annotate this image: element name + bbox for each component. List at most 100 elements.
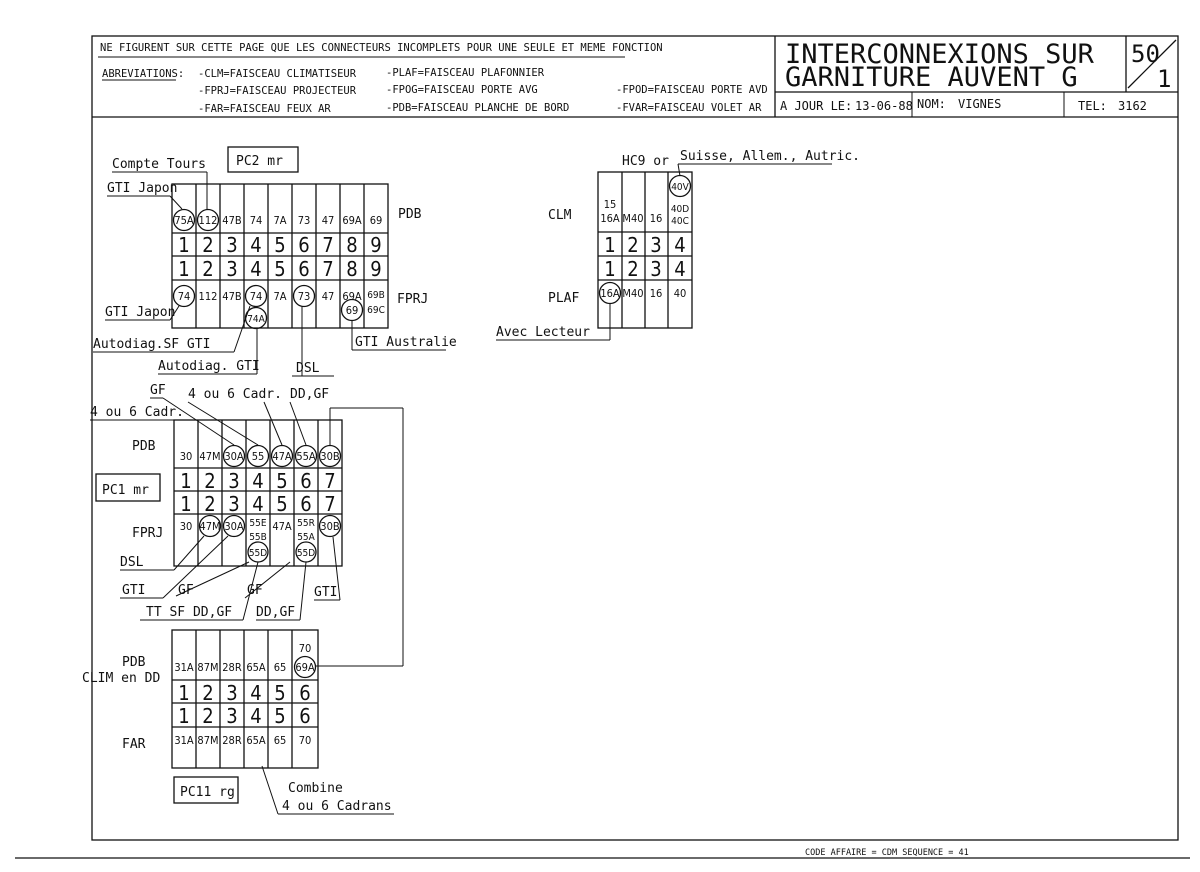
pc2-bot-4: 74	[250, 290, 263, 303]
pc11-connector	[171, 629, 319, 769]
hc9-row-plaf: PLAF	[548, 291, 579, 306]
abbr-fpog: -FPOG=FAISCEAU PORTE AVG	[386, 84, 538, 96]
pc1-leaders	[90, 397, 404, 666]
hc9-circle-40v	[668, 174, 692, 198]
pc2-top-8: 69A	[342, 214, 362, 227]
pc2-bot-6: 73	[298, 290, 311, 303]
pc2-top-1: 75A	[174, 214, 194, 227]
pc2-row-fprj: FPRJ	[397, 292, 428, 307]
pc2-bot-9: 69B	[367, 290, 385, 301]
pc11-top-6-extra: 70	[299, 642, 312, 655]
hc9-bot-1: 16A	[600, 287, 620, 300]
pc2-num-b-9: 9	[370, 257, 381, 281]
pc1-bot-4c: 55D	[249, 548, 267, 559]
pc2-top-4: 74	[250, 214, 263, 227]
pc2-num-a-2: 2	[202, 233, 213, 257]
pc2-bot-8-extra: 69	[346, 304, 359, 317]
page-number: 50	[1131, 40, 1160, 68]
name-value: VIGNES	[958, 97, 1001, 111]
pc1-bot-5: 47A	[272, 520, 292, 533]
pc2-num-a-1: 1	[178, 233, 189, 257]
pc2-leaders	[93, 171, 446, 377]
pc2-num-a-8: 8	[346, 233, 357, 257]
title-line1: INTERCONNEXIONS SUR	[785, 39, 1095, 70]
pc11-bot-4: 65A	[246, 734, 266, 747]
pc2-bot-8: 69A	[342, 290, 362, 303]
pc2-num-a-6: 6	[298, 233, 309, 257]
pc1-num-a-5: 5	[276, 469, 287, 493]
pc2-num-b-2: 2	[202, 257, 213, 281]
note-suisse: Suisse, Allem., Autric.	[680, 149, 860, 164]
pc11-num-a-5: 5	[274, 681, 285, 705]
pc1-num-a-2: 2	[204, 469, 215, 493]
note-dsl-pc2: DSL	[296, 361, 320, 376]
pc2-num-a-4: 4	[250, 233, 261, 257]
pc11-num-a-1: 1	[178, 681, 189, 705]
pc1-num-b-2: 2	[204, 492, 215, 516]
hc9-num-b-4: 4	[674, 257, 685, 281]
pc2-num-b-6: 6	[298, 257, 309, 281]
frame	[15, 35, 1190, 859]
pc11-row-far: FAR	[122, 737, 146, 752]
pc2-bot-2: 112	[199, 290, 218, 303]
pc2-connector	[171, 183, 389, 329]
pc11-circle-69a	[293, 655, 317, 679]
pc2-label: PC2 mr	[236, 154, 283, 169]
pc1-num-b-6: 6	[300, 492, 311, 516]
note-cadr-top: 4 ou 6 Cadr.	[188, 387, 282, 402]
note-gf-2: GF	[247, 583, 263, 598]
pc1-top-3: 30A	[224, 450, 244, 463]
note-gti-right: GTI	[314, 585, 337, 600]
abbr-plaf: -PLAF=FAISCEAU PLAFONNIER	[386, 67, 545, 79]
pc1-bot-4: 55E	[249, 518, 266, 529]
abbr-fprj: -FPRJ=FAISCEAU PROJECTEUR	[198, 85, 357, 97]
pc11-num-b-1: 1	[178, 704, 189, 728]
date-value: 13-06-88	[855, 99, 913, 113]
note-gti-australie: GTI Australie	[355, 335, 457, 350]
pc1-bot-6b: 55A	[297, 532, 315, 543]
hc9-top-4c: 40C	[671, 216, 689, 227]
note-tt-sf: TT SF DD,GF	[146, 605, 232, 620]
pc1-num-b-1: 1	[180, 492, 191, 516]
pc2-bot-1: 74	[178, 290, 191, 303]
pc1-num-b-7: 7	[324, 492, 335, 516]
pc11-top-5: 65	[274, 661, 287, 674]
pc2-num-a-3: 3	[226, 233, 237, 257]
hc9-bot-3: 16	[650, 287, 663, 300]
pc1-num-b-5: 5	[276, 492, 287, 516]
abbr-clm: -CLM=FAISCEAU CLIMATISEUR	[198, 68, 357, 80]
pc2-num-b-8: 8	[346, 257, 357, 281]
abbr-far: -FAR=FAISCEAU FEUX AR	[198, 103, 331, 115]
note-cadr-left: 4 ou 6 Cadr.	[90, 405, 184, 420]
pc2-bot-4-extra: 74A	[247, 314, 265, 325]
pc11-num-b-6: 6	[299, 704, 310, 728]
pc1-num-a-6: 6	[300, 469, 311, 493]
pc11-num-b-3: 3	[226, 704, 237, 728]
abbr-label: ABREVIATIONS:	[102, 68, 184, 80]
pc11-num-b-4: 4	[250, 704, 261, 728]
pc11-top-4: 65A	[246, 661, 266, 674]
tel-label: TEL:	[1078, 99, 1107, 113]
pc1-row-pdb: PDB	[132, 439, 156, 454]
note-gti-japon-top: GTI Japon	[107, 181, 177, 196]
pc11-top-3: 28R	[222, 661, 242, 674]
pc1-num-a-1: 1	[180, 469, 191, 493]
pc11-row-pdb: PDB	[122, 655, 146, 670]
hc9-top-3: 16	[650, 212, 663, 225]
page-sub: 1	[1157, 65, 1171, 93]
hc9-num-a-3: 3	[650, 233, 661, 257]
pc1-top-6: 55A	[296, 450, 316, 463]
pc1-row-fprj: FPRJ	[132, 526, 163, 541]
pc2-top-3: 47B	[222, 214, 242, 227]
footer-code: CODE AFFAIRE = CDM SEQUENCE = 41	[805, 848, 969, 858]
pc2-num-b-3: 3	[226, 257, 237, 281]
hc9-num-b-1: 1	[604, 257, 615, 281]
pc11-top-2: 87M	[197, 661, 218, 674]
note-dd-gf-bottom: DD,GF	[256, 605, 295, 620]
hc9-num-a-1: 1	[604, 233, 615, 257]
hc9-top-1b: 16A	[600, 212, 620, 225]
pc11-top-6: 69A	[295, 661, 315, 674]
pc2-bot-3: 47B	[222, 290, 242, 303]
pc1-bot-6c: 55D	[297, 548, 315, 559]
